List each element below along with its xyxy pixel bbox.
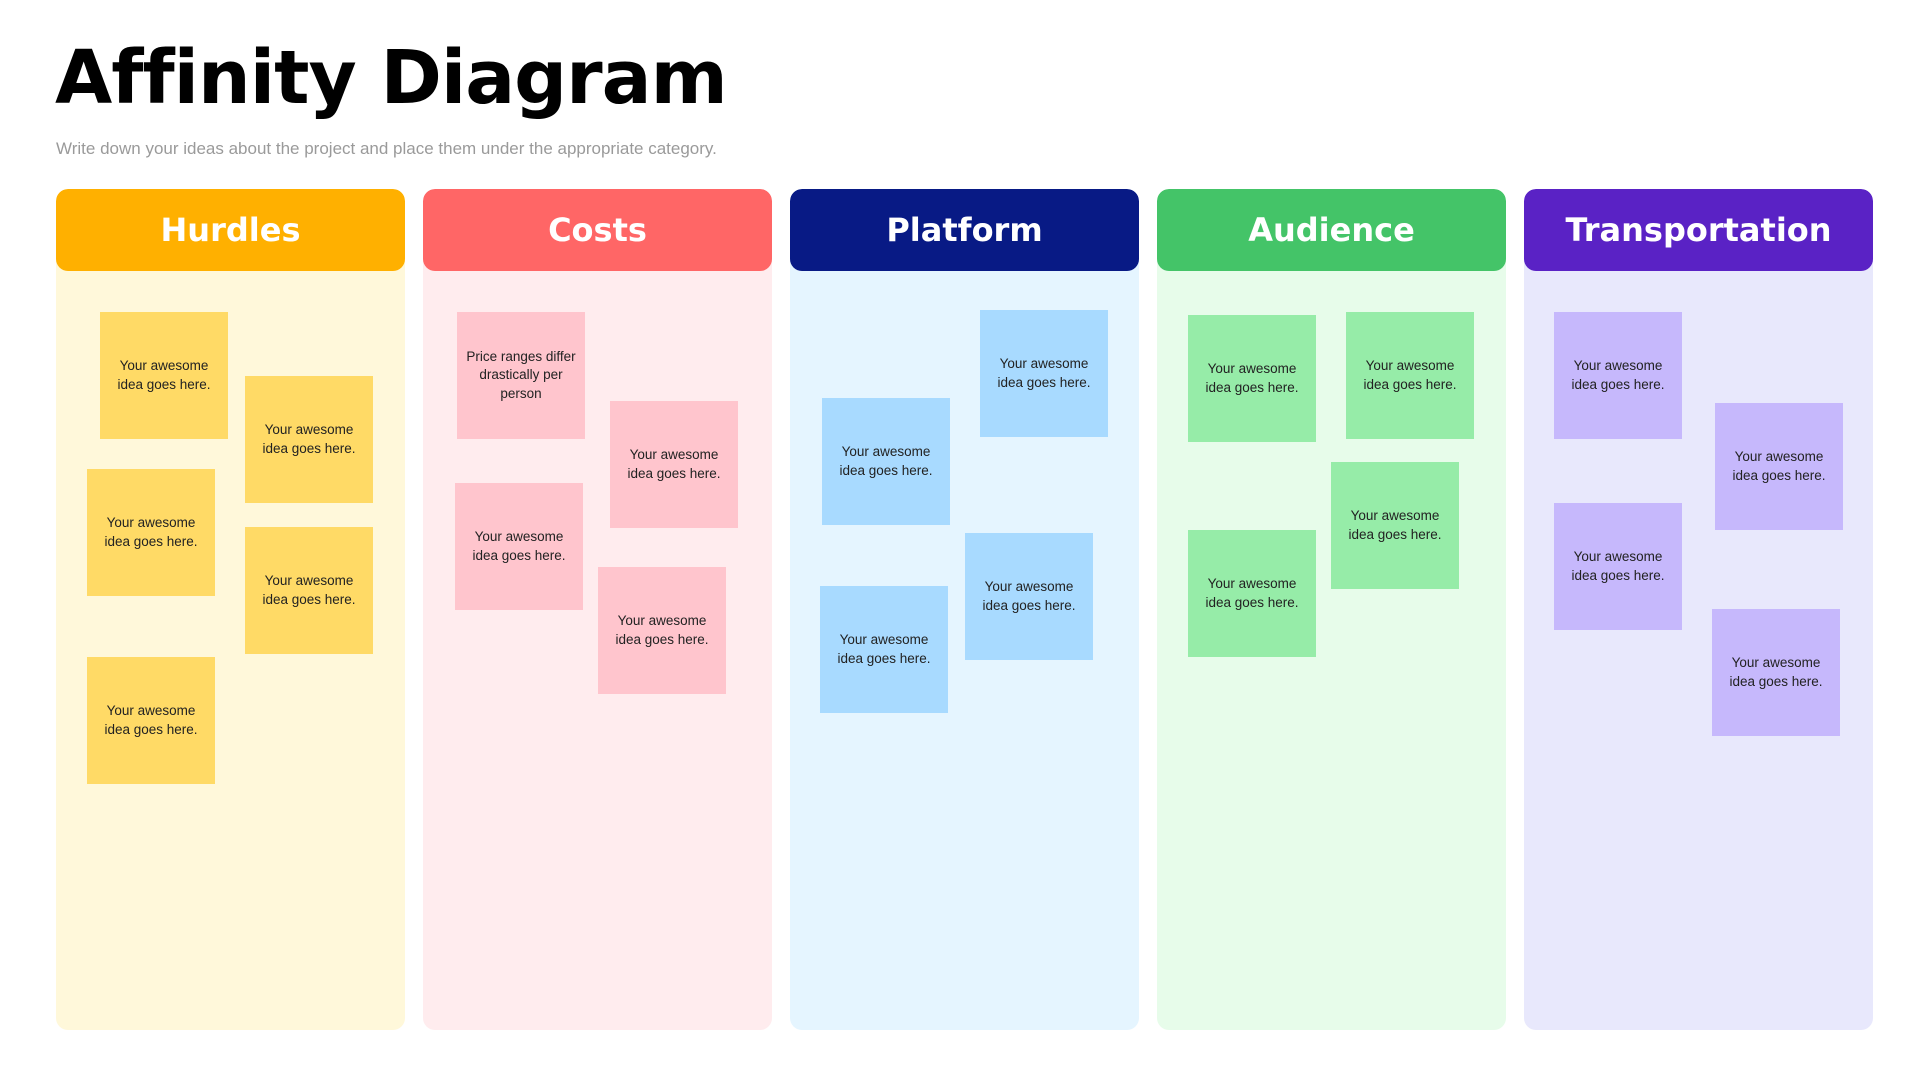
column-header-transportation[interactable]: Transportation (1524, 189, 1873, 271)
sticky-note[interactable]: Your awesome idea goes here. (610, 401, 738, 528)
sticky-note[interactable]: Your awesome idea goes here. (87, 469, 215, 596)
sticky-note[interactable]: Your awesome idea goes here. (87, 657, 215, 784)
sticky-note[interactable]: Your awesome idea goes here. (965, 533, 1093, 660)
column-audience: Audience Your awesome idea goes here. Yo… (1157, 189, 1506, 1030)
sticky-note[interactable]: Your awesome idea goes here. (1712, 609, 1840, 736)
sticky-note[interactable]: Your awesome idea goes here. (980, 310, 1108, 437)
sticky-note[interactable]: Your awesome idea goes here. (1554, 312, 1682, 439)
column-header-platform[interactable]: Platform (790, 189, 1139, 271)
sticky-note[interactable]: Your awesome idea goes here. (1188, 315, 1316, 442)
column-header-costs[interactable]: Costs (423, 189, 772, 271)
sticky-note[interactable]: Your awesome idea goes here. (598, 567, 726, 694)
column-hurdles: Hurdles Your awesome idea goes here. You… (56, 189, 405, 1030)
sticky-note[interactable]: Your awesome idea goes here. (820, 586, 948, 713)
sticky-note[interactable]: Price ranges differ drastically per pers… (457, 312, 585, 439)
sticky-note[interactable]: Your awesome idea goes here. (1188, 530, 1316, 657)
column-transportation: Transportation Your awesome idea goes he… (1524, 189, 1873, 1030)
sticky-note[interactable]: Your awesome idea goes here. (245, 376, 373, 503)
sticky-note[interactable]: Your awesome idea goes here. (1346, 312, 1474, 439)
column-costs: Costs Price ranges differ drastically pe… (423, 189, 772, 1030)
column-header-hurdles[interactable]: Hurdles (56, 189, 405, 271)
sticky-note[interactable]: Your awesome idea goes here. (245, 527, 373, 654)
sticky-note[interactable]: Your awesome idea goes here. (1554, 503, 1682, 630)
sticky-note[interactable]: Your awesome idea goes here. (100, 312, 228, 439)
sticky-note[interactable]: Your awesome idea goes here. (1331, 462, 1459, 589)
sticky-note[interactable]: Your awesome idea goes here. (455, 483, 583, 610)
sticky-note[interactable]: Your awesome idea goes here. (822, 398, 950, 525)
column-header-audience[interactable]: Audience (1157, 189, 1506, 271)
page-subtitle: Write down your ideas about the project … (56, 139, 717, 158)
page-title: Affinity Diagram (55, 35, 728, 121)
sticky-note[interactable]: Your awesome idea goes here. (1715, 403, 1843, 530)
column-platform: Platform Your awesome idea goes here. Yo… (790, 189, 1139, 1030)
